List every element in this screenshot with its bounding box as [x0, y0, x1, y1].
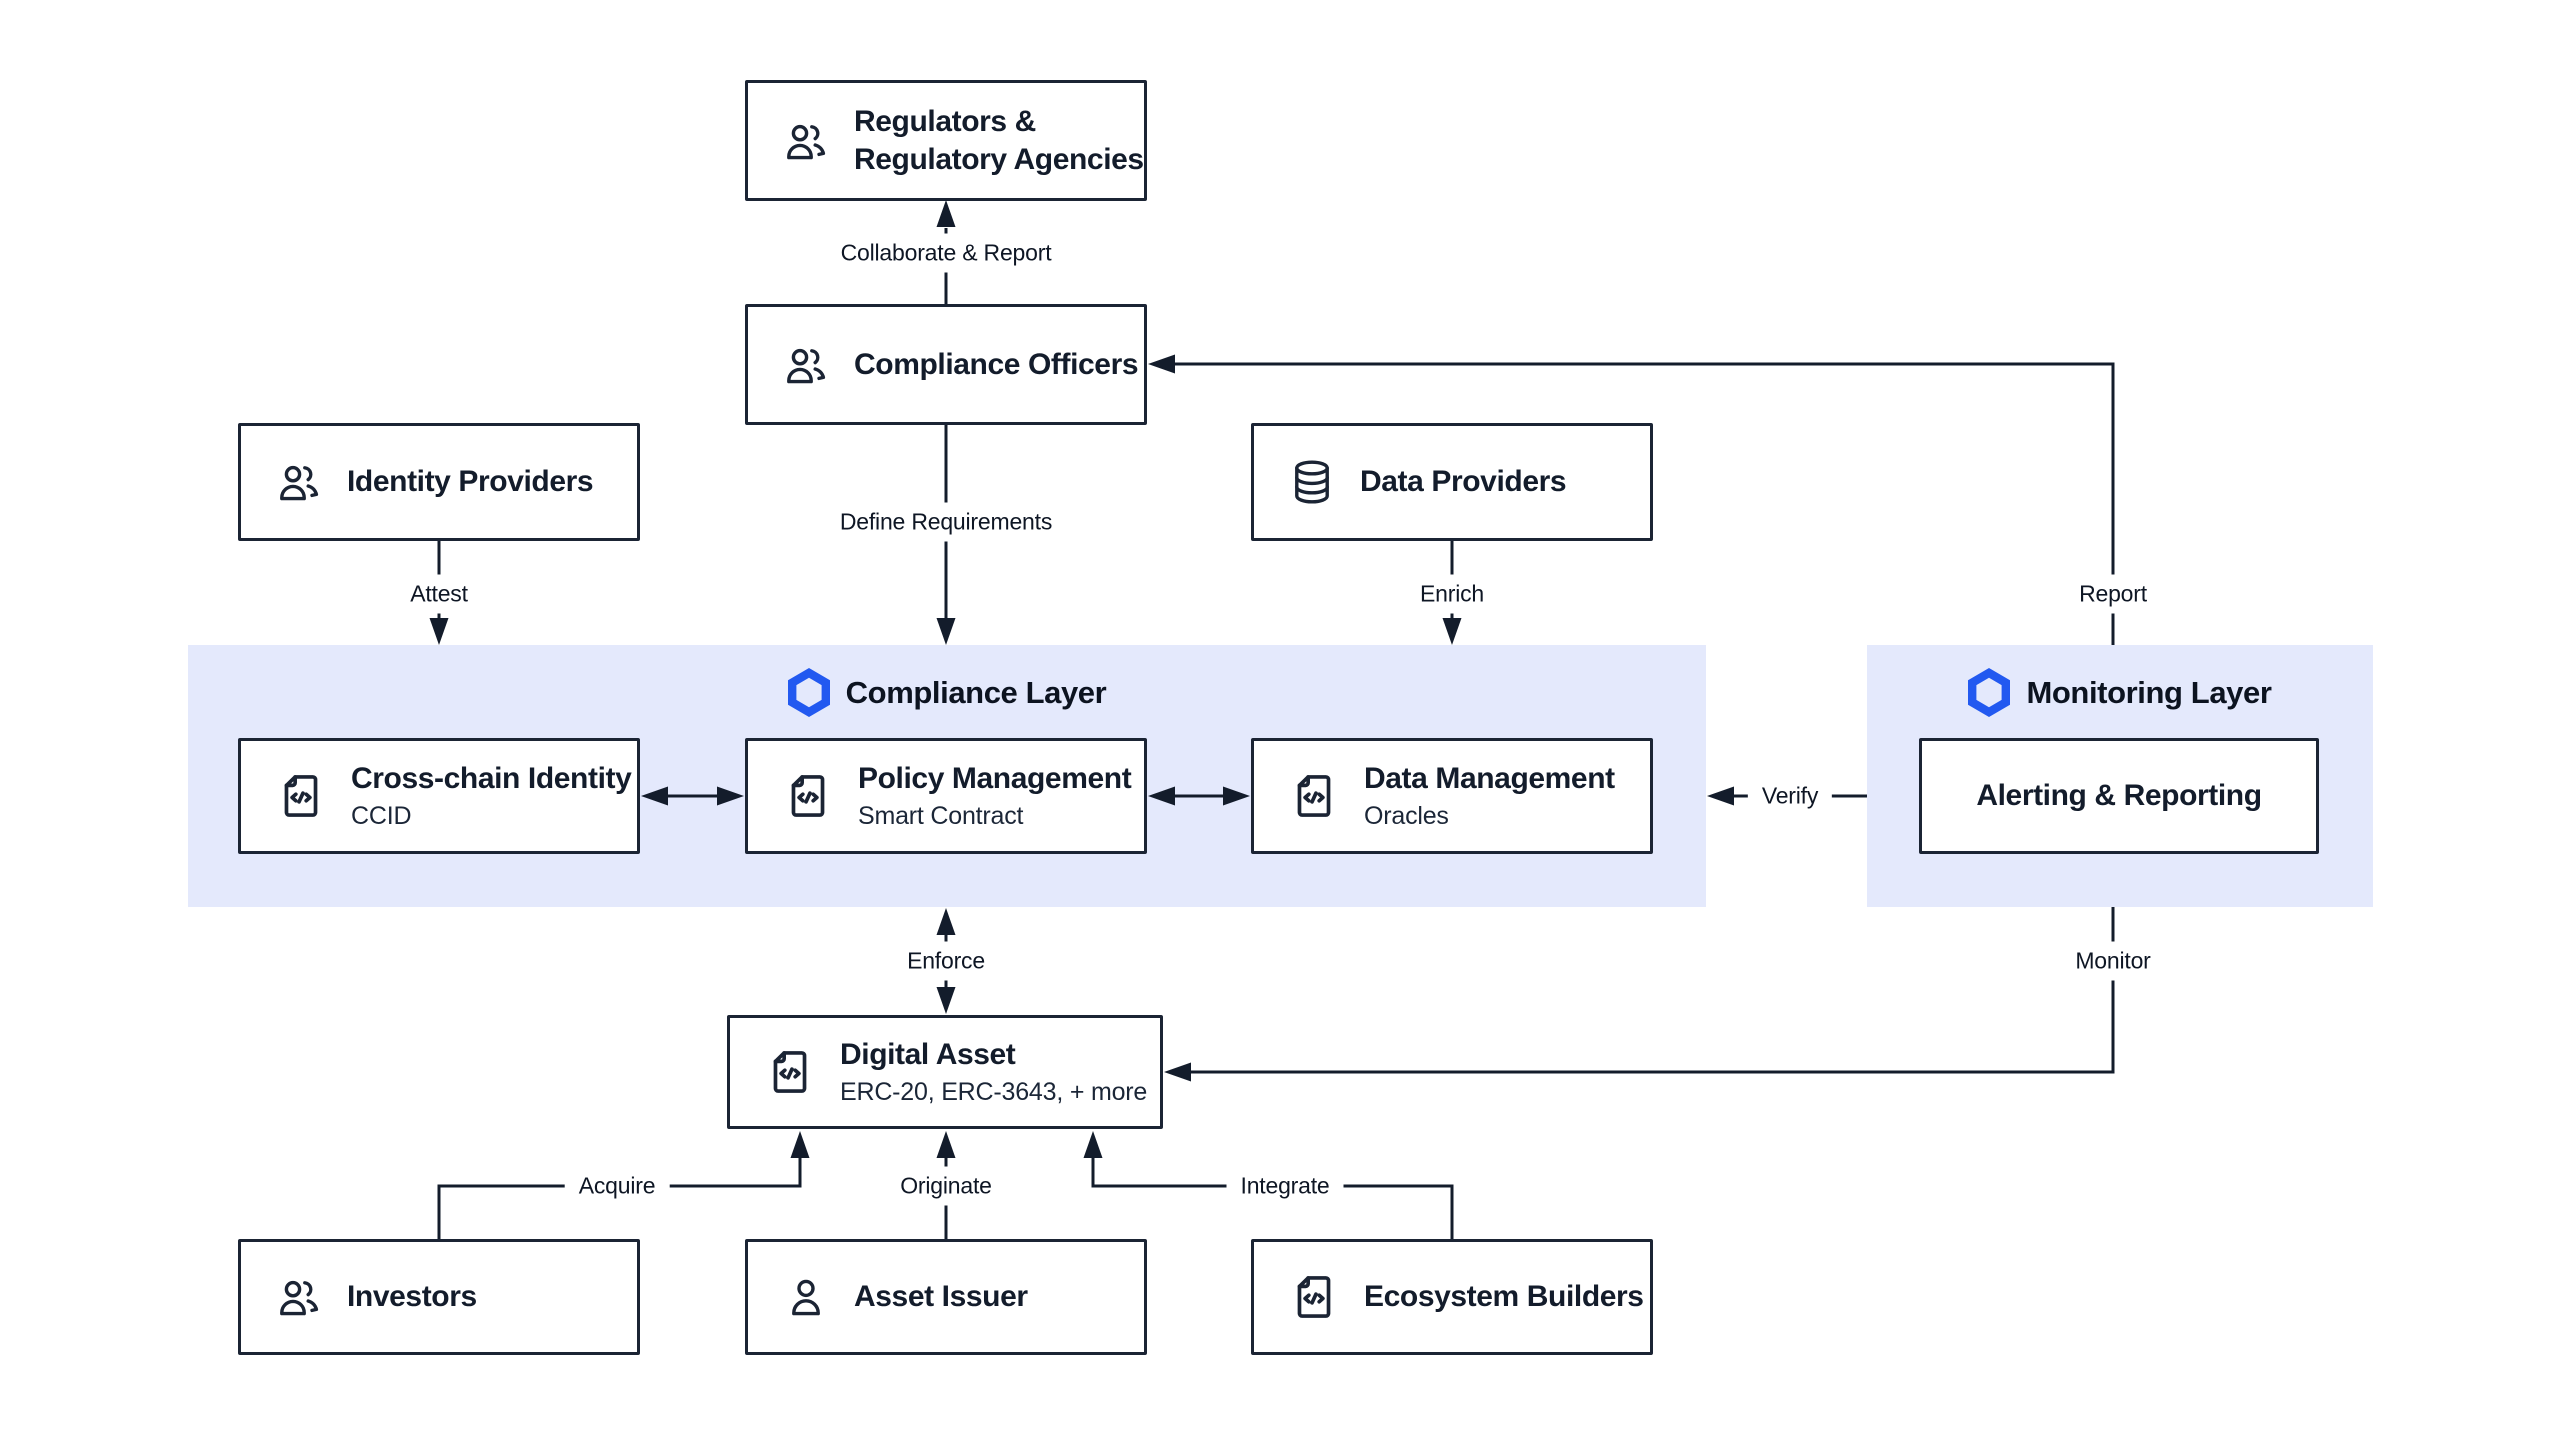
users-icon [782, 341, 830, 389]
arrowhead-right [1223, 786, 1250, 806]
file-code-icon [275, 770, 327, 822]
file-code-icon [782, 770, 834, 822]
arrowhead-left [1707, 786, 1734, 806]
users-icon [275, 458, 323, 506]
node-asset-issuer: Asset Issuer [745, 1239, 1147, 1355]
file-code-icon [1288, 770, 1340, 822]
node-digital-asset: Digital Asset ERC-20, ERC-3643, + more [727, 1015, 1163, 1129]
arrowhead-left [1148, 786, 1175, 806]
edge-label-verify: Verify [1747, 776, 1833, 816]
node-title: Identity Providers [347, 465, 594, 498]
edge-report [1174, 362, 2115, 645]
edge-label-integrate: Integrate [1226, 1166, 1344, 1206]
edge-label-enrich: Enrich [1406, 574, 1498, 614]
edge-label-monitor: Monitor [2061, 941, 2165, 981]
node-alerting-reporting: Alerting & Reporting [1919, 738, 2319, 854]
node-title: Ecosystem Builders [1364, 1280, 1644, 1313]
user-icon [782, 1273, 830, 1321]
node-subtitle: Oracles [1364, 801, 1449, 830]
database-icon [1288, 458, 1336, 506]
node-subtitle: Smart Contract [858, 801, 1024, 830]
arrowhead-down [1442, 618, 1462, 645]
edge-label-acquire: Acquire [564, 1166, 670, 1206]
node-title: Investors [347, 1280, 477, 1313]
arrowhead-left [1164, 1062, 1191, 1082]
node-title: Digital Asset [840, 1037, 1016, 1071]
edge-label-originate: Originate [886, 1166, 1006, 1206]
arrowhead-down [936, 987, 956, 1014]
node-title: Alerting & Reporting [1976, 779, 2262, 812]
file-code-icon [764, 1046, 816, 1098]
compliance-layer-header: Compliance Layer [188, 668, 1706, 717]
edge-monitor [1189, 907, 2115, 1074]
arrowhead-down [936, 618, 956, 645]
node-title: Cross-chain Identity [351, 761, 632, 795]
node-policy-management: Policy Management Smart Contract [745, 738, 1147, 854]
file-code-icon [1288, 1271, 1340, 1323]
arrowhead-right [717, 786, 744, 806]
users-icon [275, 1273, 323, 1321]
arrowhead-left [641, 786, 668, 806]
arrowhead-up [936, 1131, 956, 1158]
node-cross-chain-identity: Cross-chain Identity CCID [238, 738, 640, 854]
node-data-providers: Data Providers [1251, 423, 1653, 541]
node-title: Compliance Officers [854, 347, 1139, 381]
arrowhead-up [1083, 1131, 1103, 1158]
compliance-layer-title: Compliance Layer [845, 674, 1107, 710]
arrowhead-left [1148, 354, 1175, 374]
arrowhead-up [936, 200, 956, 227]
node-title: Policy Management [858, 761, 1132, 795]
edge-label-enforce: Enforce [893, 941, 999, 981]
node-subtitle: CCID [351, 801, 412, 830]
monitoring-layer-header: Monitoring Layer [1867, 668, 2373, 717]
node-title: Asset Issuer [854, 1280, 1028, 1313]
users-icon [782, 117, 830, 165]
edge-label-collaborate-report: Collaborate & Report [826, 233, 1066, 273]
node-title: Data Providers [1360, 465, 1567, 498]
node-title: Data Management [1364, 761, 1615, 795]
node-title: Regulators & Regulatory Agencies [854, 104, 1144, 176]
node-subtitle: ERC-20, ERC-3643, + more [840, 1077, 1148, 1106]
edge-label-report: Report [2065, 574, 2161, 614]
edge-label-attest: Attest [396, 574, 482, 614]
node-identity-providers: Identity Providers [238, 423, 640, 541]
node-ecosystem-builders: Ecosystem Builders [1251, 1239, 1653, 1355]
monitoring-layer-title: Monitoring Layer [2026, 674, 2272, 710]
arrowhead-up [790, 1131, 810, 1158]
edge-label-define-requirements: Define Requirements [825, 502, 1067, 542]
node-investors: Investors [238, 1239, 640, 1355]
node-data-management: Data Management Oracles [1251, 738, 1653, 854]
node-regulators: Regulators & Regulatory Agencies [745, 80, 1147, 201]
arrowhead-up [936, 908, 956, 935]
node-compliance-officers: Compliance Officers [745, 304, 1147, 425]
arrowhead-down [429, 618, 449, 645]
